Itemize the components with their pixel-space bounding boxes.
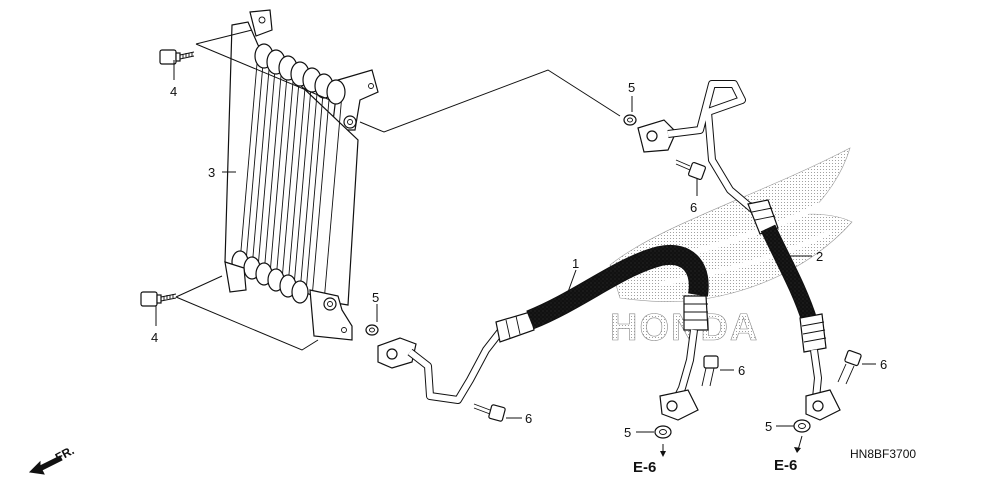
bolt-top-left — [159, 49, 195, 65]
bolt-6-left — [473, 403, 506, 422]
callout-1: 1 — [572, 256, 579, 271]
diagram-code: HN8BF3700 — [850, 447, 916, 461]
callout-6-top: 6 — [690, 200, 697, 215]
callout-6-right: 6 — [880, 357, 887, 372]
callout-2: 2 — [816, 249, 823, 264]
callout-4-bottom: 4 — [151, 330, 158, 345]
bolt-bottom-left — [140, 291, 177, 307]
cooler-pipe-2 — [637, 80, 841, 421]
bolt-6-right — [837, 349, 862, 385]
front-direction-marker: FR. — [28, 443, 76, 475]
callout-5-top: 5 — [628, 80, 635, 95]
reference-e6-mid: E-6 — [633, 459, 656, 476]
callout-5-left: 5 — [372, 290, 379, 305]
oil-cooler — [224, 9, 379, 341]
washers — [365, 114, 811, 439]
callout-5-mid: 5 — [624, 425, 631, 440]
callout-5-right: 5 — [765, 419, 772, 434]
callout-3: 3 — [208, 165, 215, 180]
callout-6-mid: 6 — [738, 363, 745, 378]
front-arrow-icon — [28, 455, 63, 475]
washer-right — [793, 419, 811, 433]
cooler-pipe-1 — [377, 244, 709, 421]
washer-mid — [654, 425, 672, 439]
bolt-6-mid — [701, 355, 719, 387]
reference-e6-right: E-6 — [774, 457, 797, 474]
callout-4-top: 4 — [170, 84, 177, 99]
leader-lines — [155, 29, 876, 457]
bolt-6-top — [675, 159, 707, 181]
washer-left — [365, 324, 379, 336]
callout-6-left: 6 — [525, 411, 532, 426]
washer-top — [623, 114, 637, 126]
